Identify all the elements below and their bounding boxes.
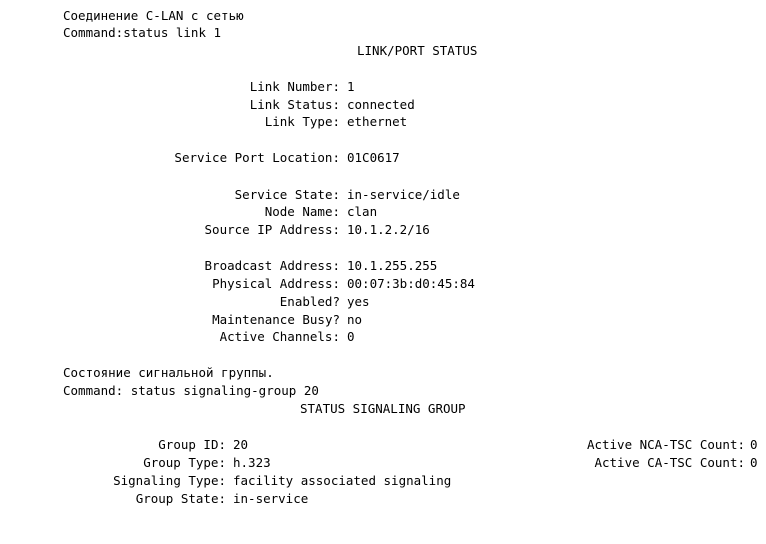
field-label: Enabled? [279,294,340,309]
field-value: connected [347,97,415,112]
clan-command: Command:status link 1 [63,25,222,40]
field-link-number: Link Number: 1 [0,78,766,96]
field-label: Physical Address: [212,276,340,291]
count-label: Active CA-TSC Count: [594,455,745,470]
clan-caption-line: Соединение C-LAN с сетью [0,7,766,25]
field-value: 1 [347,79,355,94]
field-value: 20 [233,437,249,452]
field-label: Service Port Location: [174,150,340,165]
field-source-ip: Source IP Address: 10.1.2.2/16 [0,221,766,239]
sig-command-line: Command: status signaling-group 20 [0,382,766,400]
field-value: in-service/idle [347,187,460,202]
field-node-name: Node Name: clan [0,203,766,221]
field-physical-address: Physical Address: 00:07:3b:d0:45:84 [0,275,766,293]
sig-field-group-id: Group ID: 20 Active NCA-TSC Count: 0 [0,436,766,454]
field-label: Group Type: [143,455,226,470]
field-service-port-location: Service Port Location: 01C0617 [0,149,766,167]
field-label: Group ID: [158,437,226,452]
field-label: Link Status: [249,97,340,112]
sig-field-signaling-type: Signaling Type: facility associated sign… [0,472,766,490]
clan-command-line: Command:status link 1 [0,24,766,42]
clan-heading-line: LINK/PORT STATUS [0,42,766,60]
sig-heading-line: STATUS SIGNALING GROUP [0,400,766,418]
field-link-status: Link Status: connected [0,96,766,114]
sig-field-group-type: Group Type: h.323 Active CA-TSC Count: 0 [0,454,766,472]
field-service-state: Service State: in-service/idle [0,186,766,204]
field-label: Service State: [234,187,340,202]
field-value: facility associated signaling [233,473,452,488]
sig-heading: STATUS SIGNALING GROUP [300,401,466,416]
clan-caption: Соединение C-LAN с сетью [63,8,244,23]
count-label: Active NCA-TSC Count: [586,437,745,452]
field-broadcast-address: Broadcast Address: 10.1.255.255 [0,257,766,275]
field-value: 01C0617 [347,150,400,165]
field-label: Maintenance Busy? [212,312,340,327]
field-maintenance-busy: Maintenance Busy? no [0,311,766,329]
sig-caption-line: Состояние сигнальной группы. [0,364,766,382]
field-value: no [347,312,363,327]
field-link-type: Link Type: ethernet [0,113,766,131]
field-label: Group State: [135,491,226,506]
field-enabled: Enabled? yes [0,293,766,311]
sig-caption: Состояние сигнальной группы. [63,365,274,380]
field-active-channels: Active Channels: 0 [0,328,766,346]
field-label: Active Channels: [219,329,340,344]
field-value: 10.1.2.2/16 [347,222,430,237]
field-label: Source IP Address: [204,222,340,237]
field-label: Link Type: [264,114,340,129]
count-value: 0 [750,437,758,452]
field-value: ethernet [347,114,408,129]
clan-heading: LINK/PORT STATUS [357,43,478,58]
field-value: in-service [233,491,309,506]
count-value: 0 [750,455,758,470]
field-label: Signaling Type: [113,473,226,488]
field-value: h.323 [233,455,271,470]
field-label: Node Name: [264,204,340,219]
field-value: 10.1.255.255 [347,258,438,273]
field-label: Broadcast Address: [204,258,340,273]
field-value: 0 [347,329,355,344]
field-label: Link Number: [249,79,340,94]
field-value: clan [347,204,378,219]
sig-field-group-state: Group State: in-service [0,490,766,508]
sig-command: Command: status signaling-group 20 [63,383,319,398]
field-value: 00:07:3b:d0:45:84 [347,276,475,291]
field-value: yes [347,294,370,309]
